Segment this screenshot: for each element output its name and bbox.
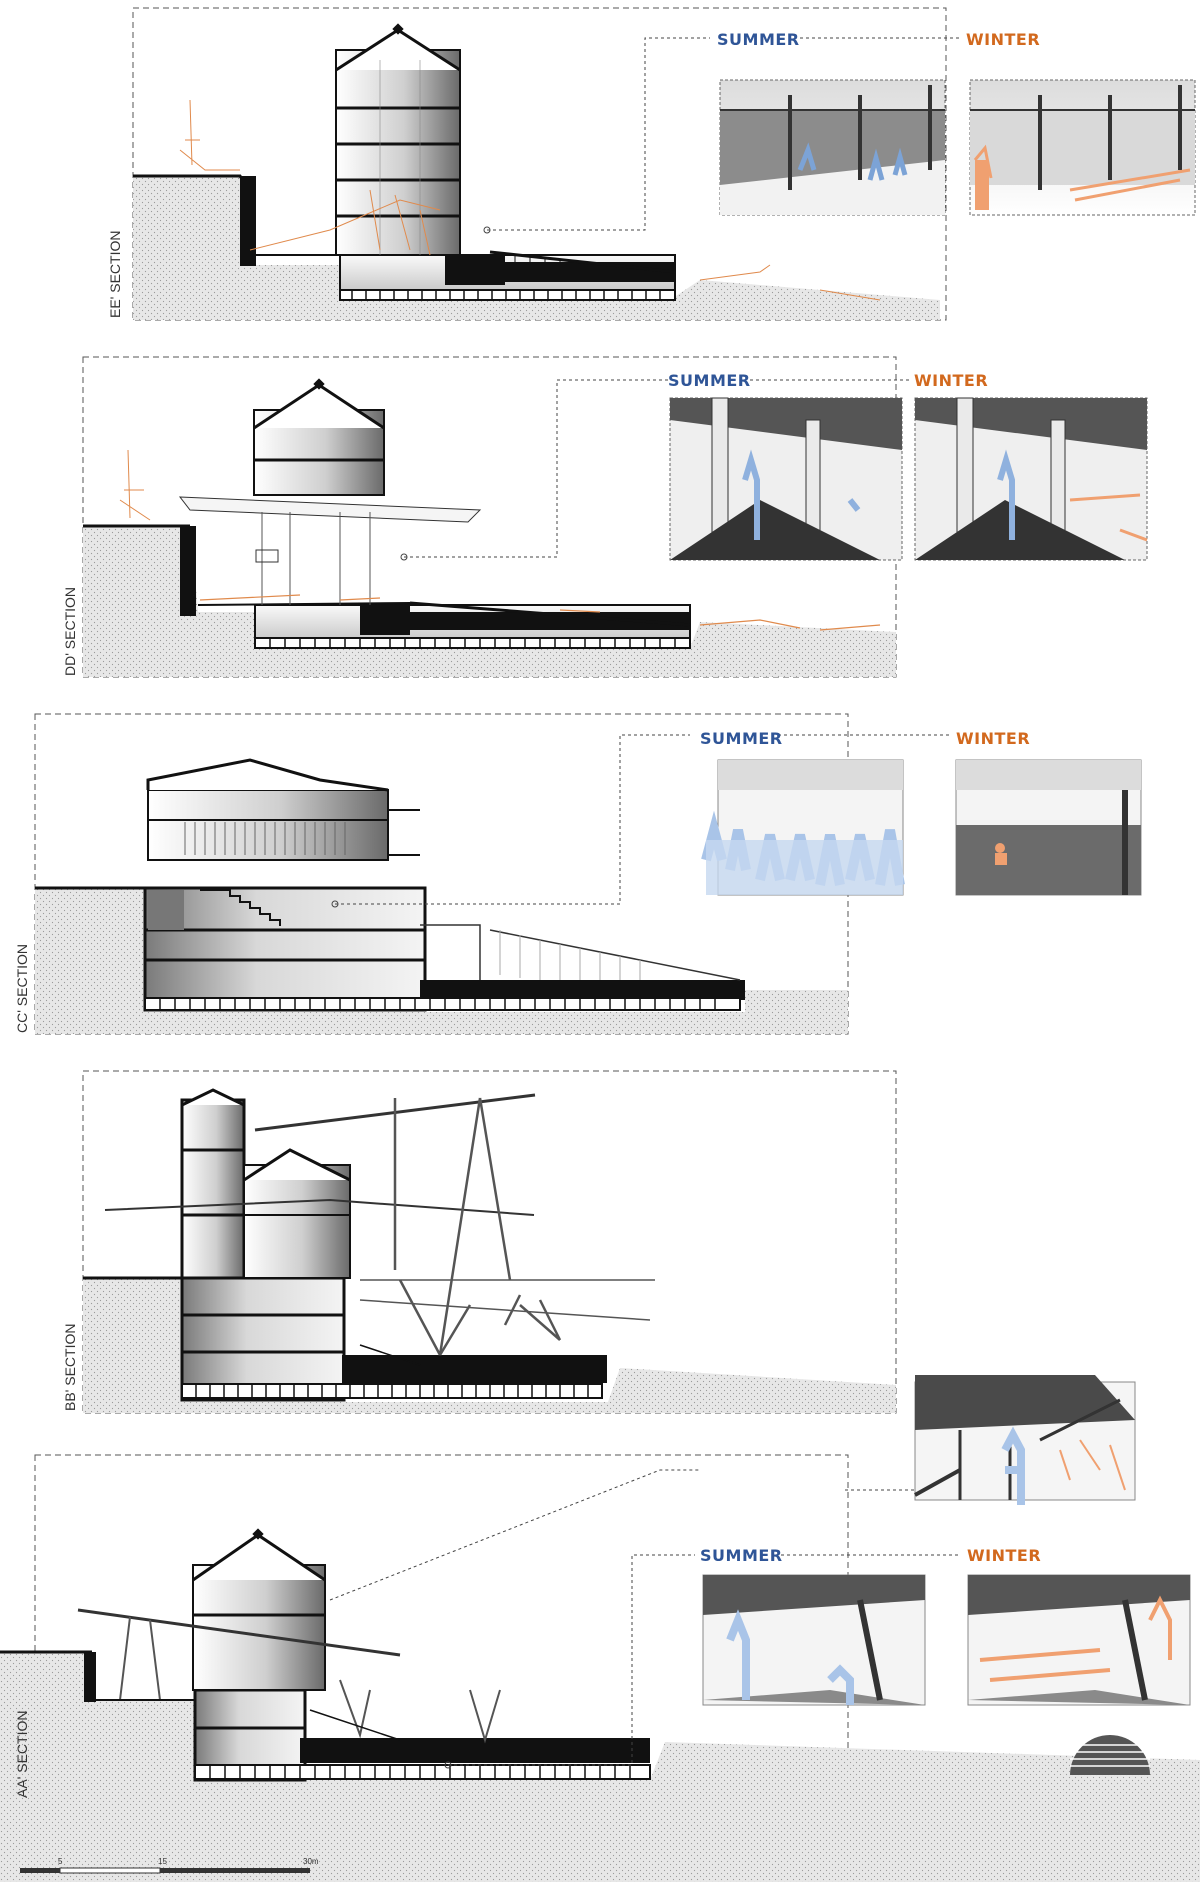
ramp — [489, 250, 676, 274]
basement-volume — [180, 1276, 346, 1402]
scale-bar: 5 15 30m — [20, 1857, 319, 1874]
scale-tick: 5 — [58, 1857, 63, 1866]
ramp-railing — [499, 253, 651, 278]
hall-roof — [146, 758, 389, 792]
canopy — [77, 1608, 401, 1657]
sun-graphic — [1070, 1735, 1150, 1775]
winter-label: WINTER — [956, 729, 1030, 748]
summer-label: SUMMER — [700, 729, 783, 748]
winter-label: WINTER — [967, 1546, 1041, 1565]
hall-volume — [147, 789, 389, 861]
tower-volume — [335, 49, 461, 256]
summer-label: SUMMER — [700, 1546, 783, 1565]
foundation-strip — [194, 1764, 651, 1780]
winter-vignette — [955, 759, 1142, 896]
summer-vignette — [702, 1574, 926, 1706]
foundation-strip — [339, 289, 676, 301]
section-aa: AA' SECTION SUMMER WINTER — [0, 1454, 1200, 1882]
winter-label: WINTER — [914, 371, 988, 390]
interior-vignette — [914, 1375, 1136, 1505]
solid-slab — [420, 980, 745, 1000]
solid-slab — [342, 1355, 607, 1383]
scale-tick: 15 — [158, 1857, 167, 1866]
foundation-strip — [144, 997, 741, 1011]
canopy — [178, 496, 482, 523]
solid-slab — [300, 1738, 650, 1763]
winter-activity-trace — [249, 189, 441, 256]
summer-vignette — [701, 759, 905, 896]
retaining-wall — [240, 176, 256, 266]
winter-activity-trace — [199, 594, 881, 631]
ground-mass — [133, 176, 940, 320]
foundation-strip — [181, 1383, 603, 1399]
crane-silhouette — [179, 99, 240, 171]
solid-core — [445, 255, 505, 285]
section-bb: BB' SECTION — [62, 1070, 1136, 1505]
summer-vignette — [669, 397, 903, 561]
section-label: BB' SECTION — [62, 1324, 78, 1411]
foundation-strip — [254, 637, 691, 649]
tower-volume — [180, 1098, 246, 1280]
summer-label: SUMMER — [668, 371, 751, 390]
section-dd: DD' SECTION SUMMER WINTER — [62, 356, 1148, 678]
section-ee: EE' SECTION SUMMER WINTER — [107, 7, 1196, 321]
summer-vignette — [719, 79, 946, 216]
callout-leader — [487, 37, 710, 231]
retaining-wall — [180, 526, 196, 616]
section-label: CC' SECTION — [14, 944, 30, 1033]
canopy — [104, 1198, 535, 1216]
scale-tick: 30m — [303, 1857, 319, 1866]
stair — [200, 889, 281, 926]
section-label: AA' SECTION — [14, 1711, 30, 1798]
section-cc: CC' SECTION SUMMER WINTER — [14, 713, 1142, 1035]
section-label: DD' SECTION — [62, 587, 78, 676]
summer-label: SUMMER — [717, 30, 800, 49]
winter-vignette — [969, 79, 1196, 216]
tower-volume — [192, 1564, 326, 1691]
winter-vignette — [914, 397, 1148, 561]
winter-label: WINTER — [966, 30, 1040, 49]
section-label: EE' SECTION — [107, 231, 123, 318]
basement-volume — [143, 886, 427, 1012]
winter-vignette — [967, 1574, 1191, 1706]
